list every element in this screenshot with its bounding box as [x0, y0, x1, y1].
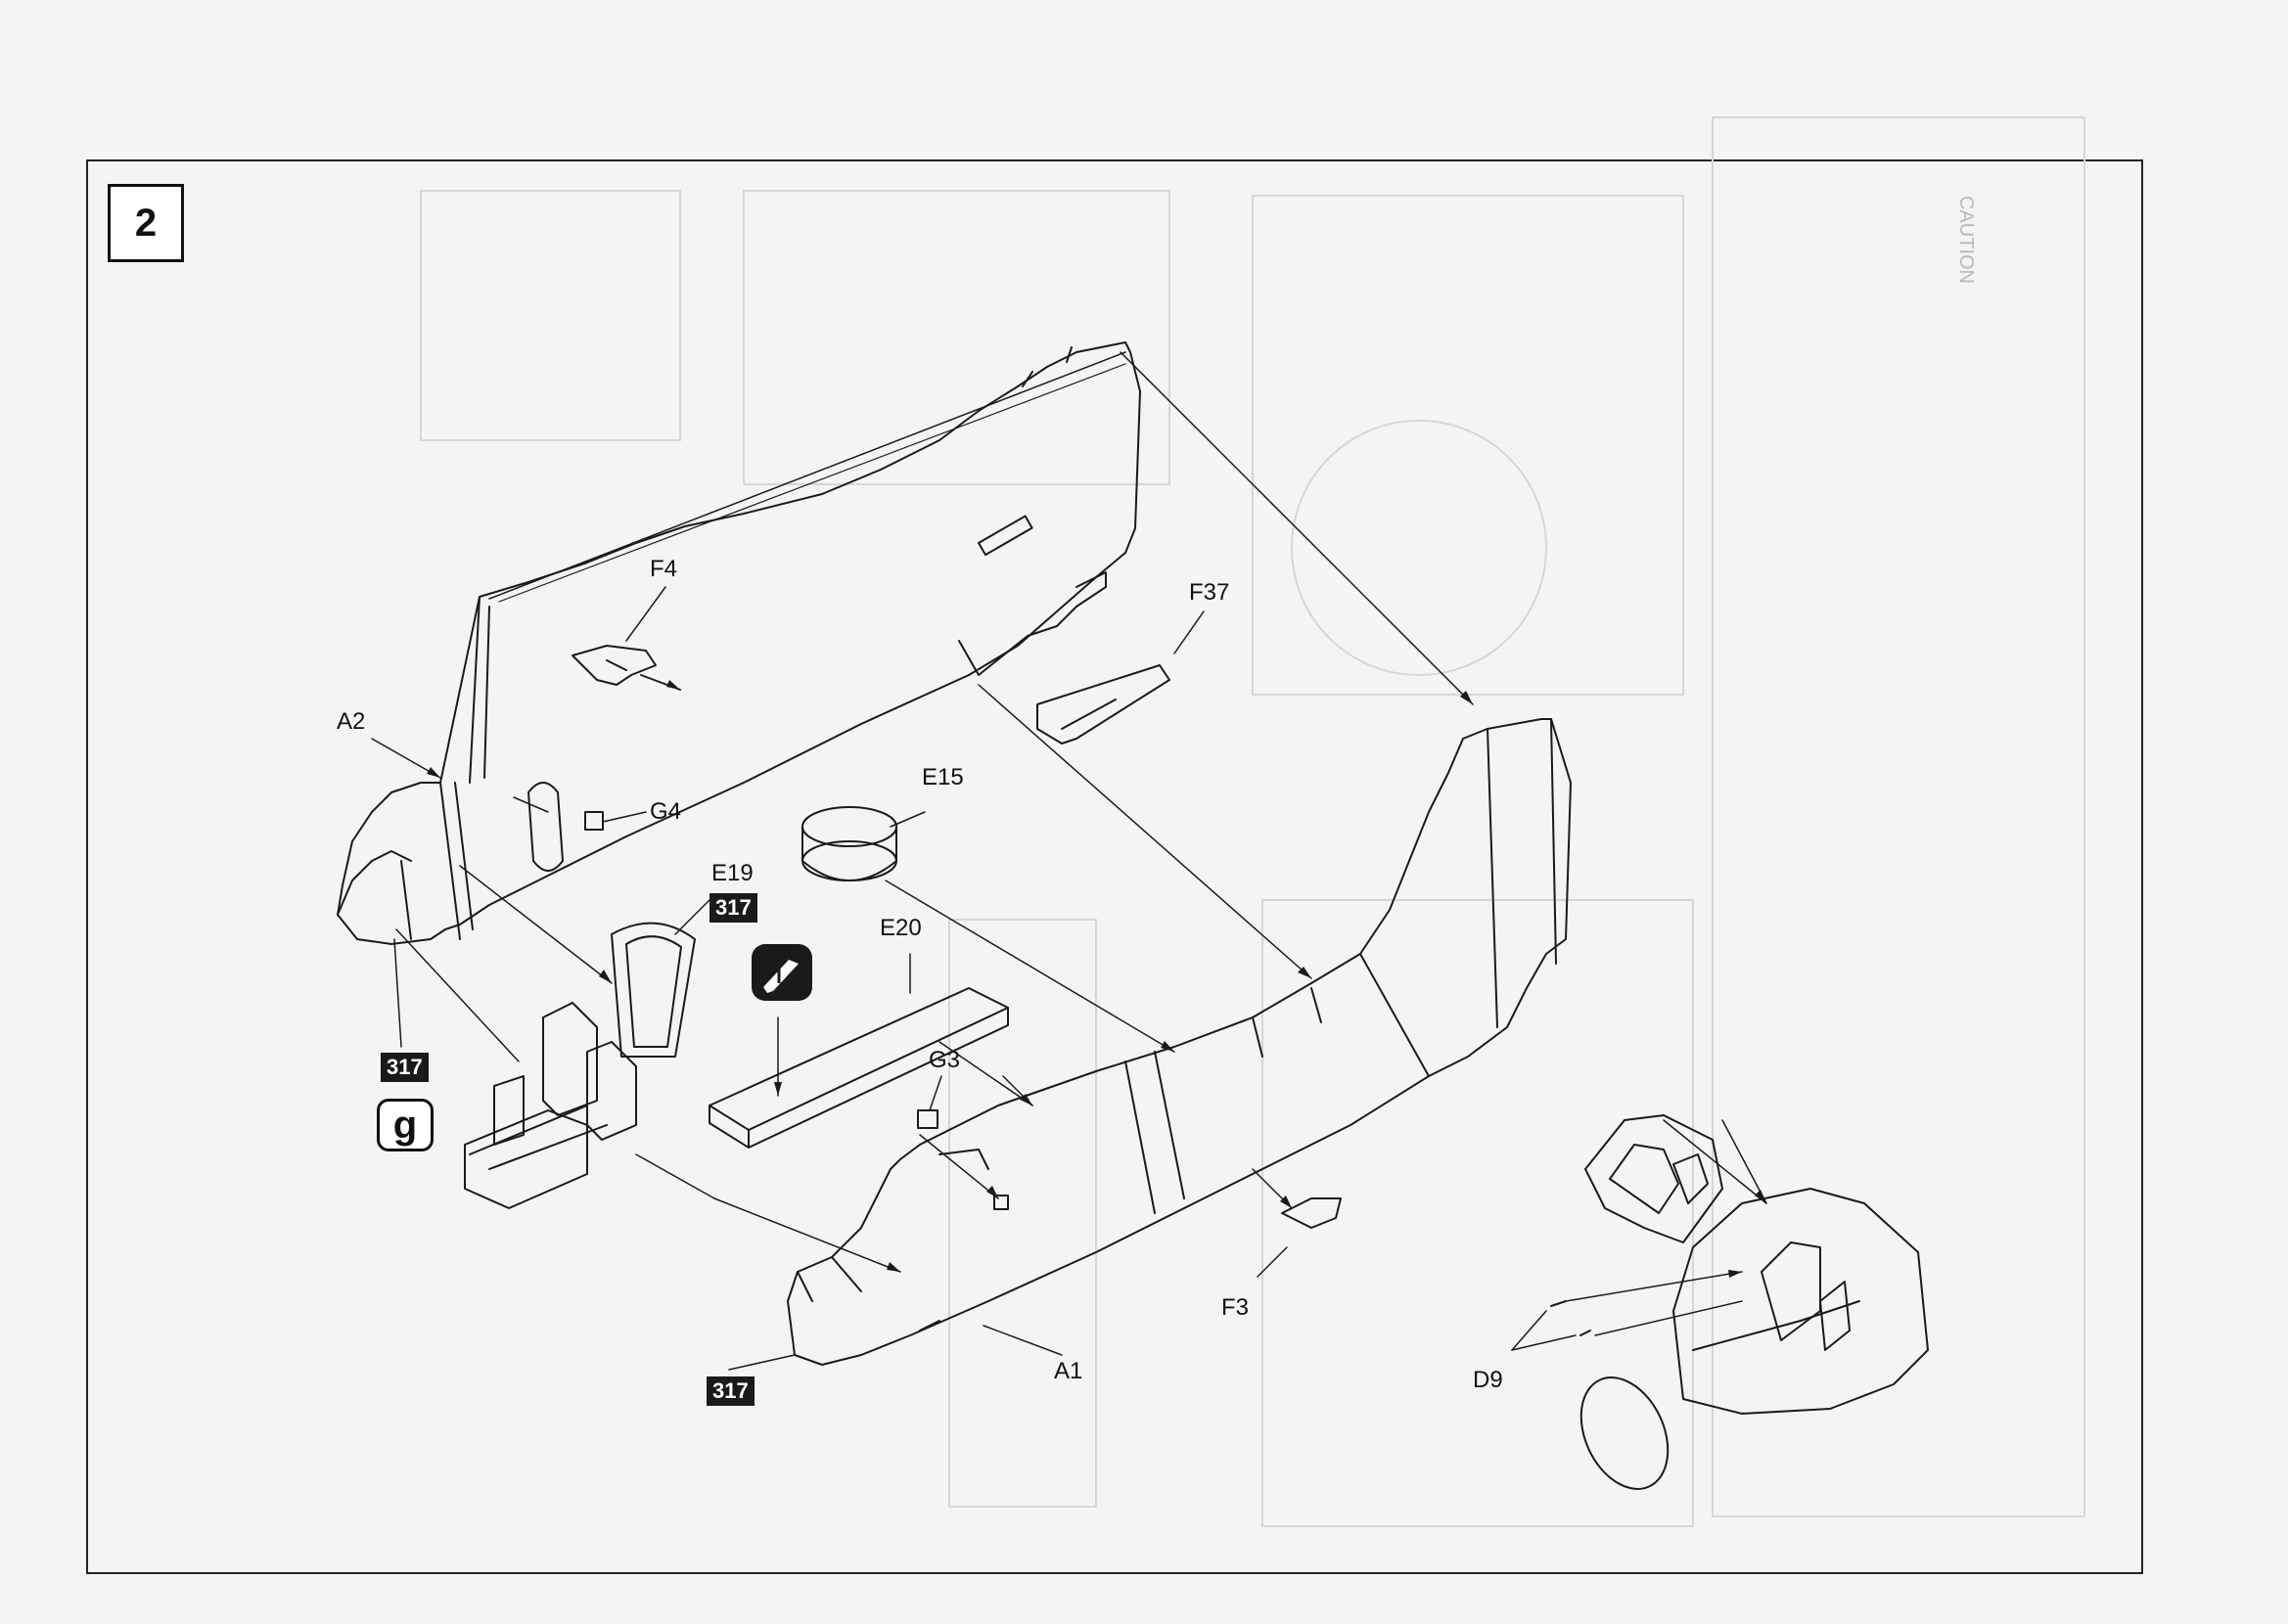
- paint-brush-icon: [750, 942, 814, 1003]
- part-g3: [917, 1109, 938, 1129]
- step-number: 2: [108, 184, 184, 262]
- part-a2-fuselage-left: [337, 341, 1141, 945]
- part-e20: [709, 987, 1009, 1149]
- label-a2: A2: [337, 708, 366, 735]
- paint-code-a2: 317: [381, 1053, 429, 1082]
- arrowheads: [427, 680, 1766, 1278]
- part-canopy-assembly: [1579, 1114, 1929, 1490]
- paint-code-e19: 317: [709, 893, 757, 923]
- paint-code-a1: 317: [707, 1376, 755, 1406]
- part-e15: [801, 806, 897, 881]
- label-d9: D9: [1473, 1367, 1503, 1393]
- step-frame: [86, 159, 2143, 1574]
- part-f4: [572, 645, 681, 691]
- part-a1-fuselage-right: [787, 718, 1572, 1366]
- label-g4: G4: [650, 798, 682, 825]
- glue-icon: g: [377, 1099, 434, 1151]
- label-g3: G3: [929, 1047, 961, 1073]
- label-e15: E15: [922, 764, 964, 790]
- part-f3: [1281, 1197, 1342, 1229]
- part-e19: [611, 922, 696, 1058]
- label-f37: F37: [1189, 579, 1230, 606]
- part-f37: [1036, 664, 1170, 744]
- part-g4: [584, 811, 604, 831]
- label-e19: E19: [711, 860, 754, 886]
- assembly-arrows: [371, 351, 1767, 1371]
- part-cockpit-seats: [464, 1002, 637, 1209]
- label-f4: F4: [650, 556, 678, 582]
- label-f3: F3: [1221, 1294, 1250, 1321]
- part-d9: [1550, 1300, 1591, 1336]
- label-a1: A1: [1054, 1358, 1083, 1384]
- label-e20: E20: [880, 915, 922, 941]
